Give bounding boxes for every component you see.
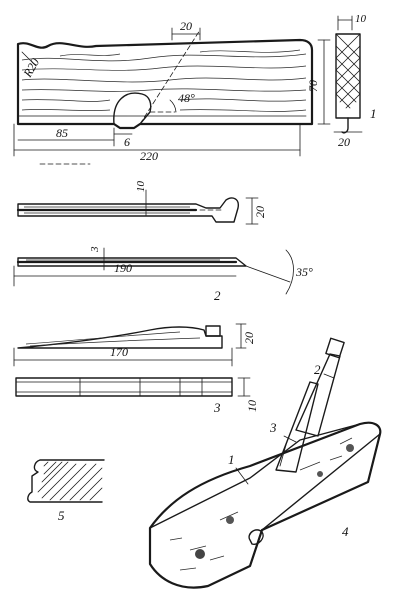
part-number-2: 2 (214, 288, 221, 303)
part-number-1: 1 (370, 106, 377, 121)
stop-side-view: 20 170 (13, 323, 256, 367)
angle-48-label: 48° (178, 91, 195, 105)
blade-10-dimension: 10 (135, 181, 147, 193)
height-70-dimension: 70 (306, 80, 320, 92)
wedge-angle-label: 35° (295, 265, 313, 279)
blade-20-dimension: 20 (253, 206, 267, 218)
wedge-side-view: 3 190 35° 2 (13, 246, 313, 303)
wedge-190-dimension: 190 (114, 261, 132, 275)
stop-top-view: 10 3 (15, 377, 259, 415)
radius-label: R20 (20, 56, 42, 81)
stop-10-dimension: 10 (245, 400, 259, 412)
length-220-dimension: 220 (140, 149, 158, 163)
iso-callout-1: 1 (228, 452, 235, 467)
blade-top-view: 10 20 (16, 181, 267, 225)
wedge-3-dimension: 3 (89, 246, 101, 253)
end-view-10-dimension: 10 (355, 13, 367, 25)
part-number-3: 3 (213, 400, 221, 415)
isometric-plane-view: 1 3 2 4 (148, 337, 382, 589)
top-gap-dimension: 20 (180, 19, 192, 33)
stop-170-dimension: 170 (110, 345, 128, 359)
slot-offset-dimension: 85 (56, 126, 68, 140)
part-number-4: 4 (342, 524, 349, 539)
profile-section: 5 (27, 459, 105, 523)
slot-width-dimension: 6 (124, 135, 130, 149)
part-number-5: 5 (58, 508, 65, 523)
end-view-20-dimension: 20 (338, 135, 350, 149)
stop-20-dimension: 20 (242, 332, 256, 344)
iso-callout-3: 3 (269, 420, 277, 435)
iso-callout-2: 2 (314, 362, 321, 377)
plane-body-end-view: 10 20 1 (333, 13, 377, 149)
plane-body-side-view: R20 20 48° 70 85 6 220 (13, 19, 331, 165)
